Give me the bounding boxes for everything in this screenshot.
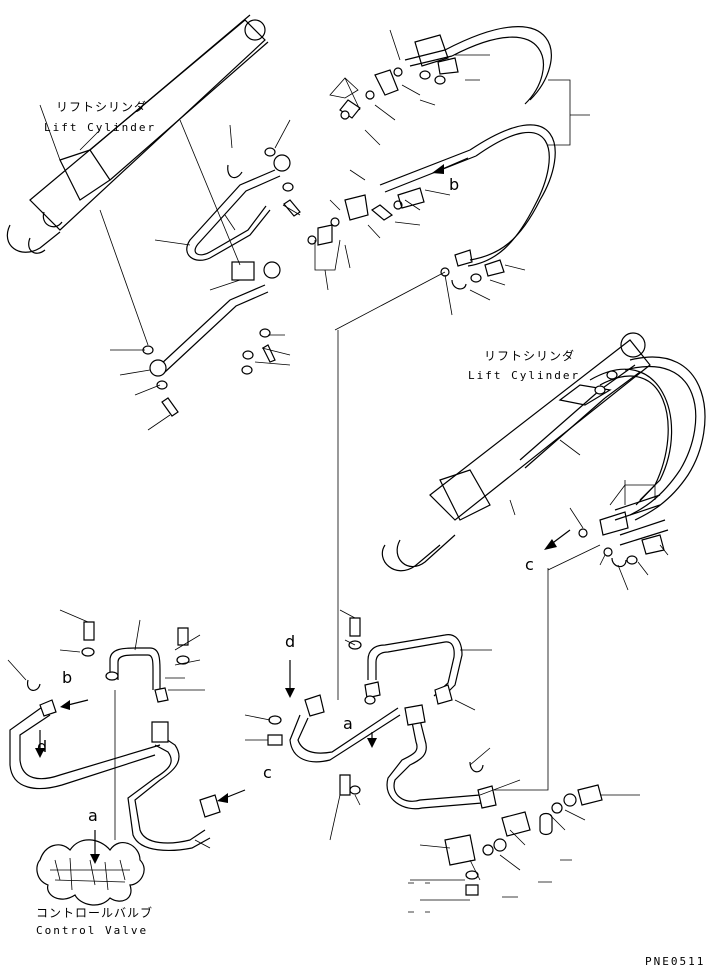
upper-left-tubes xyxy=(149,154,291,377)
lift-cylinder-upper-en-label: Lift Cylinder xyxy=(44,121,157,134)
ref-label-a-center: a xyxy=(343,714,353,733)
lift-cylinder-upper-left xyxy=(6,14,269,254)
lower-right-bracket xyxy=(408,784,640,913)
lift-cylinder-right-en-label: Lift Cylinder xyxy=(468,369,581,382)
ref-label-c-right: c xyxy=(525,555,534,574)
lower-center-piping xyxy=(244,609,521,841)
ref-label-c-lower: c xyxy=(263,763,272,782)
control-valve-en-label: Control Valve xyxy=(36,924,149,937)
upper-fittings xyxy=(142,34,505,417)
reference-arrows xyxy=(35,157,571,864)
lift-cylinder-upper-jp-label: リフトシリンダ xyxy=(56,100,148,114)
right-leader-lines xyxy=(334,271,669,791)
lift-cylinder-right-jp-label: リフトシリンダ xyxy=(484,349,576,363)
lower-left-piping xyxy=(7,609,221,852)
ref-label-d-center: d xyxy=(285,632,296,651)
ref-label-a-valve: a xyxy=(88,806,98,825)
control-valve xyxy=(36,839,145,906)
control-valve-jp-label: コントロールバルブ xyxy=(36,906,154,920)
upper-leader-lines xyxy=(39,29,526,431)
lift-cylinder-right xyxy=(381,332,706,572)
ref-label-b-lower: b xyxy=(62,668,73,687)
drawing-code: PNE0511 xyxy=(645,955,706,968)
upper-hoses xyxy=(379,26,590,267)
ref-label-b-upper: b xyxy=(449,175,460,194)
ref-label-d-lower-left: d xyxy=(37,737,48,756)
